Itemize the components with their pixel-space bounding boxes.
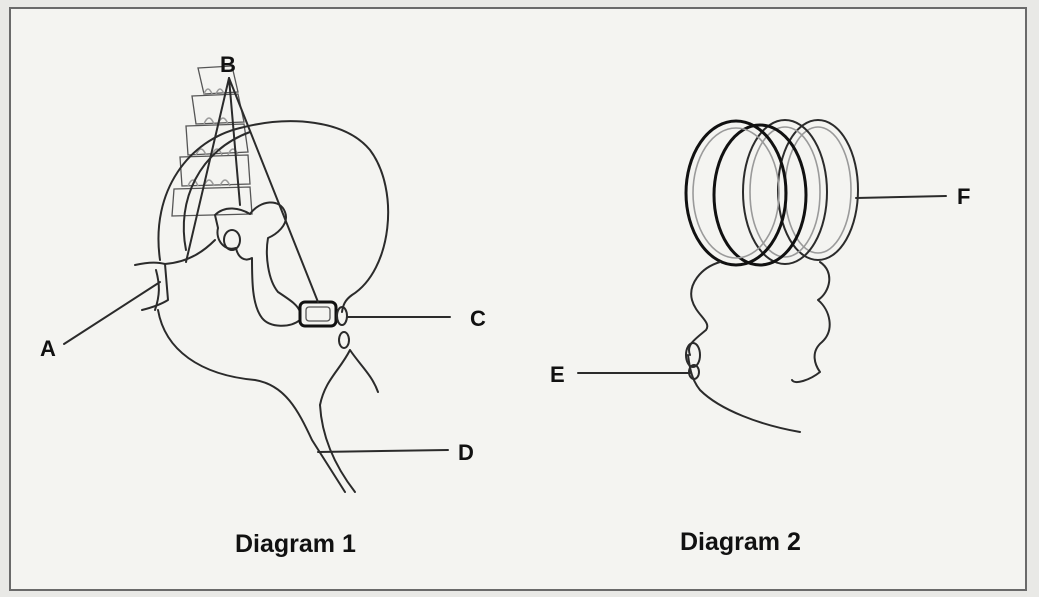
label-b: B [220,52,236,78]
label-e: E [550,362,565,388]
pointer-lines-1 [64,78,450,452]
bone-chain [215,202,300,325]
caption-diagram-2: Diagram 2 [680,528,801,557]
label-f: F [957,184,970,210]
label-c: C [470,306,486,332]
cochlea-body [689,262,830,382]
label-d: D [458,440,474,466]
neck-outline [158,310,345,492]
pointer-lines-2 [578,196,946,373]
caption-diagram-1: Diagram 1 [235,530,356,559]
label-a: A [40,336,56,362]
diagram-1-illustration [64,66,450,492]
loops-f [686,120,858,265]
diagram-2-illustration [578,120,946,432]
